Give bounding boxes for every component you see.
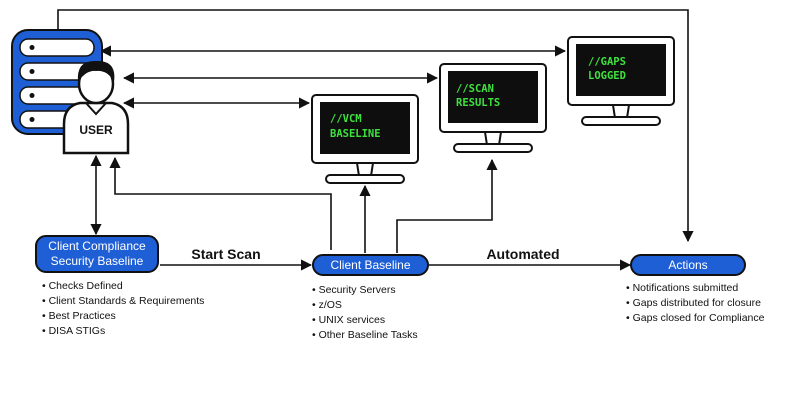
list-item: Notifications submitted [626, 281, 765, 296]
client-compliance-line2: Security Baseline [51, 254, 144, 268]
list-item: Gaps closed for Compliance [626, 311, 765, 326]
monitor-vcm-line1: //VCM [330, 113, 362, 125]
monitor-scan-line2: RESULTS [456, 97, 500, 109]
list-item: Best Practices [42, 309, 204, 324]
baseline-list: Security Servers z/OS UNIX services Othe… [312, 283, 418, 343]
user-label: USER [79, 123, 113, 137]
list-item: Other Baseline Tasks [312, 328, 418, 343]
client-compliance-node: Client Compliance Security Baseline [35, 235, 159, 273]
list-item: UNIX services [312, 313, 418, 328]
monitor-gaps-logged: //GAPS LOGGED [567, 36, 675, 126]
client-compliance-line1: Client Compliance [48, 239, 146, 253]
client-baseline-node: Client Baseline [312, 254, 429, 276]
monitor-gaps-line2: LOGGED [588, 70, 626, 82]
baseline-user-connector [109, 156, 332, 250]
monitor-gaps-line1: //GAPS [588, 56, 626, 68]
monitor-scan-line1: //SCAN [456, 83, 494, 95]
connectors [57, 9, 694, 271]
automated-label: Automated [486, 246, 559, 262]
list-item: Gaps distributed for closure [626, 296, 765, 311]
client-baseline-label: Client Baseline [330, 258, 410, 272]
compliance-list: Checks Defined Client Standards & Requir… [42, 279, 205, 339]
monitor-vcm-baseline: //VCM BASELINE [311, 94, 419, 184]
list-item: DISA STIGs [42, 324, 204, 339]
monitor-vcm-line2: BASELINE [330, 128, 381, 140]
actions-list: Notifications submitted Gaps distributed… [626, 281, 765, 326]
start-scan-label: Start Scan [191, 246, 260, 262]
user-icon: USER [62, 60, 130, 155]
list-item: z/OS [312, 298, 418, 313]
actions-node: Actions [630, 254, 746, 276]
baseline-scan-connector [396, 158, 498, 253]
list-item: Security Servers [312, 283, 418, 298]
list-item: Client Standards & Requirements [42, 294, 205, 309]
monitor-scan-results: //SCAN RESULTS [439, 63, 547, 153]
actions-label: Actions [668, 258, 707, 272]
db-to-actions-connector [57, 9, 694, 243]
list-item: Checks Defined [42, 279, 204, 294]
